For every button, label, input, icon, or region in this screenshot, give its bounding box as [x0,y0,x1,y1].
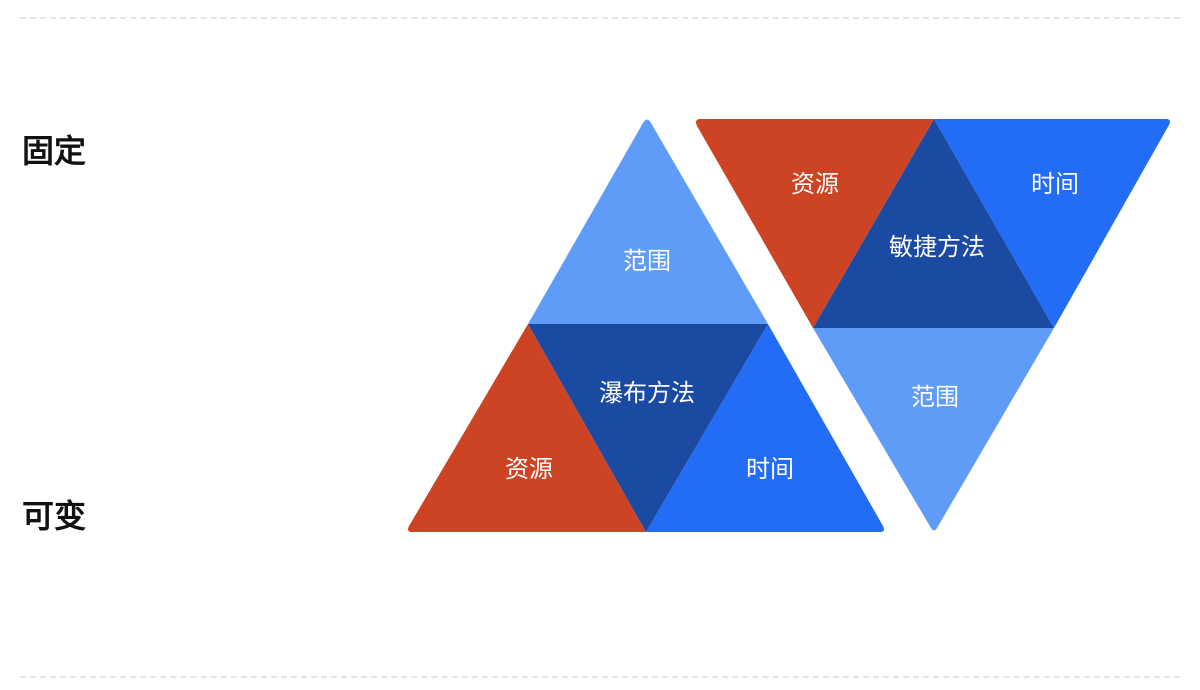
agile-resources-label: 资源 [791,170,839,198]
waterfall-scope-segment [528,119,768,324]
bottom-divider [20,676,1180,678]
agile-time-segment [934,119,1170,328]
agile-triangle: 资源 时间 敏捷方法 范围 [696,119,1170,531]
waterfall-resources-segment [408,324,646,532]
waterfall-scope-label: 范围 [623,247,671,275]
agile-scope-segment [813,328,1054,531]
agile-method-label: 敏捷方法 [889,233,985,261]
agile-resources-segment [696,119,934,328]
top-divider [20,17,1180,19]
waterfall-resources-label: 资源 [505,455,553,483]
fixed-label: 固定 [22,132,87,170]
waterfall-method-label: 瀑布方法 [599,379,695,407]
agile-time-label: 时间 [1031,170,1079,198]
waterfall-time-label: 时间 [746,455,794,483]
waterfall-time-segment [646,324,884,532]
waterfall-triangle: 范围 瀑布方法 资源 时间 [408,119,884,532]
agile-method-segment [813,119,1054,328]
waterfall-method-segment [528,324,768,532]
agile-scope-label: 范围 [911,383,959,411]
variable-label: 可变 [22,497,87,535]
